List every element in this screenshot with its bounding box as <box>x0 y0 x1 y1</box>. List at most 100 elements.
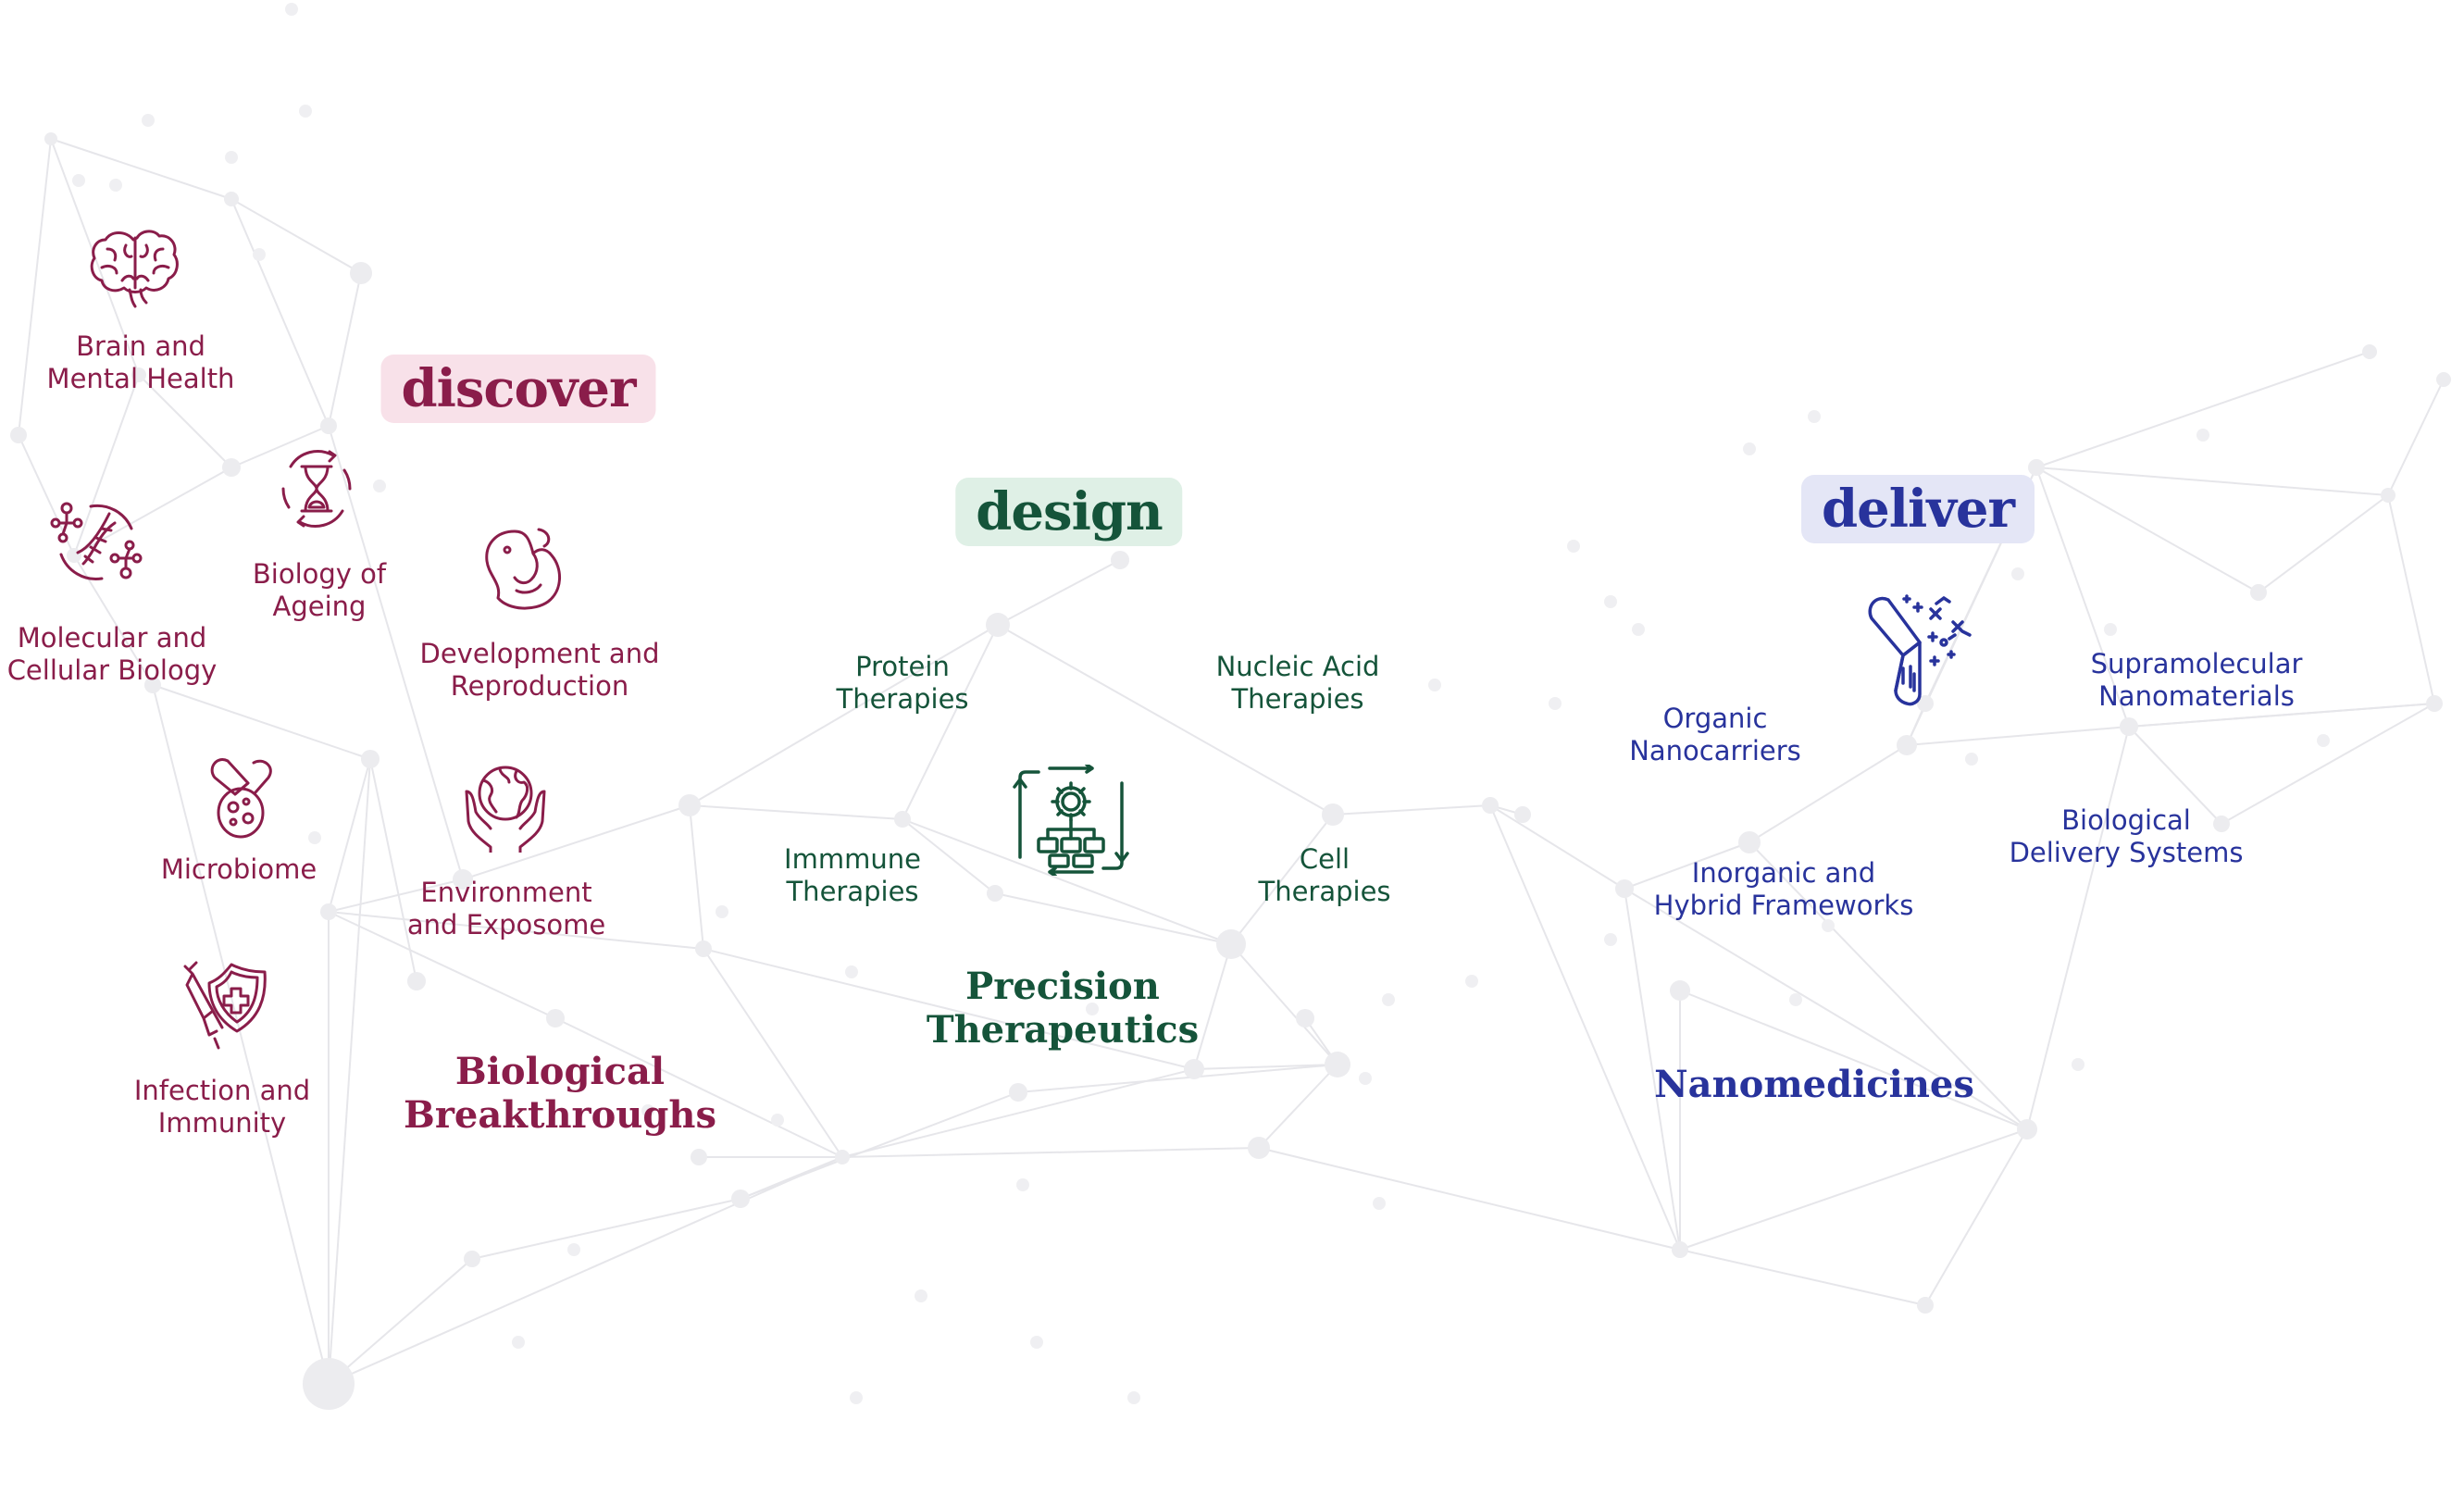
network-node <box>2028 459 2045 476</box>
shield-syringe-icon <box>181 961 270 1050</box>
network-link <box>1193 943 1232 1070</box>
network-dot <box>1822 919 1835 932</box>
network-link <box>73 374 140 556</box>
network-node <box>320 903 337 920</box>
network-node <box>453 869 473 890</box>
network-link <box>997 624 1334 816</box>
network-node <box>1615 879 1634 898</box>
network-dot <box>1016 1178 1029 1191</box>
network-dot <box>2317 734 2330 747</box>
capsule-microbe-icon <box>207 757 278 841</box>
network-link <box>2035 467 2130 728</box>
network-link <box>1906 726 2130 746</box>
network-node <box>1670 980 1690 1001</box>
network-node <box>2426 695 2443 712</box>
label-infection-and-immunity: Infection and Immunity <box>134 1075 310 1140</box>
network-node <box>1917 1297 1934 1314</box>
label-brain-and-mental-health: Brain and Mental Health <box>47 330 235 395</box>
network-dot <box>1965 753 1978 766</box>
network-node <box>464 1251 480 1267</box>
label-line: Organic <box>1662 703 1768 734</box>
network-dot <box>1743 442 1756 455</box>
design-heading: design <box>955 478 1183 546</box>
label-immune-therapies: Immmune Therapies <box>784 843 921 908</box>
label-line: Reproduction <box>450 670 629 702</box>
network-link <box>152 684 371 760</box>
network-dot <box>1086 1003 1099 1015</box>
network-link <box>703 948 1195 1070</box>
capsule-nanoparticle-icon <box>1866 594 1973 707</box>
network-dot <box>641 1104 654 1117</box>
network-node <box>1917 695 1934 712</box>
network-dot <box>2072 1058 2084 1071</box>
network-node <box>987 885 1003 902</box>
label-line: Brain and <box>76 330 205 362</box>
network-node <box>1009 1083 1027 1102</box>
title-line: Biological <box>454 1050 666 1093</box>
network-link <box>328 272 362 427</box>
network-node <box>1248 1137 1270 1159</box>
network-link <box>689 804 903 820</box>
brain-icon <box>89 227 181 308</box>
dna-molecule-icon <box>50 495 143 588</box>
network-node <box>1111 551 1129 569</box>
network-node <box>2362 344 2377 359</box>
network-link <box>1624 888 2028 1130</box>
network-dot <box>1030 1336 1043 1349</box>
network-node <box>1216 929 1246 959</box>
label-line: Nanocarriers <box>1629 735 1801 766</box>
label-line: Ageing <box>272 591 367 622</box>
network-link <box>1017 1064 1338 1093</box>
network-node <box>361 750 380 768</box>
network-node <box>1184 1059 1204 1079</box>
network-link <box>462 804 691 880</box>
title-line: Precision <box>965 965 1160 1008</box>
network-link <box>902 818 1232 945</box>
network-link <box>841 1068 1195 1158</box>
network-link <box>2035 467 2259 593</box>
network-dot <box>1789 993 1802 1006</box>
network-link <box>841 1147 1260 1158</box>
network-dot <box>299 105 312 118</box>
network-dot <box>1382 993 1395 1006</box>
label-line: Mental Health <box>46 363 235 394</box>
network-node <box>2250 584 2267 601</box>
network-link <box>1748 744 1908 843</box>
network-link <box>1489 804 1625 890</box>
label-protein-therapies: Protein Therapies <box>836 651 968 716</box>
network-dot <box>845 965 858 978</box>
label-line: Molecular and <box>17 622 207 654</box>
network-link <box>369 758 417 982</box>
network-link <box>703 948 843 1158</box>
deliver-group-title: Nanomedicines <box>1654 1063 1974 1106</box>
discover-group-title: Biological Breakthroughs <box>404 1050 716 1137</box>
network-dot <box>1549 697 1562 710</box>
network-link <box>328 1258 473 1385</box>
network-node <box>678 794 701 816</box>
network-link <box>328 758 371 1385</box>
label-line: Nucleic Acid <box>1215 651 1380 682</box>
network-dot <box>1359 1072 1372 1085</box>
network-link <box>1193 1064 1338 1070</box>
network-link <box>740 1091 1019 1200</box>
network-link <box>2035 351 2371 468</box>
label-line: Immunity <box>157 1107 287 1139</box>
network-link <box>2221 703 2435 825</box>
label-line: Nanomaterials <box>2098 680 2295 712</box>
label-line: Microbiome <box>160 853 317 885</box>
network-node <box>691 1149 707 1165</box>
label-line: Protein <box>855 651 950 682</box>
network-link <box>50 138 232 200</box>
label-line: Biological <box>2061 804 2191 836</box>
network-link <box>138 374 232 468</box>
network-node <box>1325 1052 1350 1077</box>
network-link <box>1679 1249 1926 1306</box>
network-node <box>835 1150 850 1164</box>
network-dot <box>771 1114 784 1127</box>
label-nucleic-acid-therapies: Nucleic Acid Therapies <box>1216 651 1380 716</box>
network-node <box>1514 806 1531 823</box>
label-line: Immmune <box>784 843 921 875</box>
title-line: Nanomedicines <box>1654 1063 1974 1106</box>
network-link <box>740 1156 843 1200</box>
label-inorganic-and-hybrid-frameworks: Inorganic and Hybrid Frameworks <box>1654 857 1914 922</box>
